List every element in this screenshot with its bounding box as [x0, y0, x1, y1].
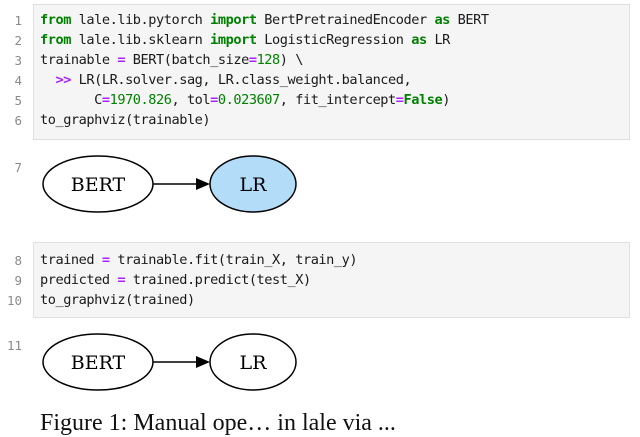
code-token: = — [101, 252, 110, 268]
line-number: 9 — [14, 273, 22, 288]
code-cell-2[interactable] — [33, 242, 630, 318]
output-number: 7 — [14, 160, 22, 175]
code-token: trained.predict(test_X) — [125, 272, 311, 288]
code-token: 0.023607 — [217, 92, 280, 108]
code-line[interactable]: from lale.lib.sklearn import LogisticReg… — [40, 30, 450, 50]
code-token: = — [248, 52, 257, 68]
pipeline-graph-trainable: BERT LR — [42, 155, 297, 213]
code-token: = — [117, 272, 126, 288]
graph-node-lr — [209, 155, 297, 213]
code-line[interactable]: to_graphviz(trainable) — [40, 110, 211, 130]
code-line[interactable]: to_graphviz(trained) — [40, 290, 195, 310]
code-token: predicted — [40, 272, 118, 288]
code-token: trainable — [40, 52, 118, 68]
code-line[interactable]: >> LR(LR.solver.sag, LR.class_weight.bal… — [40, 70, 411, 90]
code-token: ) \ — [279, 52, 304, 68]
code-token: import — [210, 32, 257, 48]
code-token: = — [117, 52, 126, 68]
line-number: 2 — [14, 33, 22, 48]
code-token: = — [210, 92, 218, 108]
code-token: to_graphviz(trained) — [40, 292, 195, 308]
code-token: 1970.826 — [109, 92, 172, 108]
code-token: LR — [426, 32, 450, 48]
graph-node-label: BERT — [71, 352, 126, 374]
code-token: C — [40, 92, 102, 108]
code-token: import — [210, 12, 257, 28]
line-number: 8 — [14, 253, 22, 268]
line-number: 5 — [14, 93, 22, 108]
code-token: as — [434, 12, 450, 28]
code-token: , fit_intercept — [279, 92, 396, 108]
graph-node-label: LR — [240, 174, 268, 196]
code-token: , tol — [171, 92, 211, 108]
code-line[interactable]: C=1970.826, tol=0.023607, fit_intercept=… — [40, 90, 450, 110]
graph-node-lr — [209, 333, 297, 391]
code-token: LogisticRegression — [256, 32, 412, 48]
code-token: = — [101, 92, 110, 108]
code-token: >> — [55, 72, 71, 88]
code-token — [40, 72, 55, 88]
code-token: as — [411, 32, 427, 48]
code-token: 128 — [256, 52, 281, 68]
graph-node-label: LR — [240, 352, 268, 374]
code-token: LR(LR.solver.sag, LR.class_weight.balanc… — [70, 72, 412, 88]
line-number: 1 — [14, 13, 22, 28]
line-number: 3 — [14, 53, 22, 68]
code-token: False — [403, 92, 443, 108]
line-number: 10 — [6, 293, 22, 308]
line-number: 4 — [14, 73, 22, 88]
pipeline-graph-trained: BERT LR — [42, 333, 297, 391]
output-number: 11 — [6, 338, 22, 353]
code-token: trainable.fit(train_X, train_y) — [109, 252, 358, 268]
graph-node-label: BERT — [71, 174, 126, 196]
code-line[interactable]: from lale.lib.pytorch import BertPretrai… — [40, 10, 489, 30]
code-token: trained — [40, 252, 102, 268]
code-token: from — [40, 32, 71, 48]
code-cell-1[interactable] — [33, 4, 630, 140]
arrowhead-icon — [196, 178, 210, 190]
code-token: lale.lib.pytorch — [70, 12, 211, 28]
code-line[interactable]: trainable = BERT(batch_size=128) \ — [40, 50, 303, 70]
code-token: BERT(batch_size — [125, 52, 249, 68]
arrowhead-icon — [196, 356, 210, 368]
code-token: lale.lib.sklearn — [70, 32, 211, 48]
figure-caption: Figure 1: Manual ope… in lale via ... — [40, 410, 396, 436]
code-token: ) — [442, 92, 450, 108]
line-number: 6 — [14, 113, 22, 128]
code-token: from — [40, 12, 71, 28]
code-line[interactable]: trained = trainable.fit(train_X, train_y… — [40, 250, 358, 270]
code-token: BERT — [449, 12, 489, 28]
code-token: to_graphviz(trainable) — [40, 112, 211, 128]
code-token: = — [395, 92, 404, 108]
code-token: BertPretrainedEncoder — [256, 12, 435, 28]
code-line[interactable]: predicted = trained.predict(test_X) — [40, 270, 311, 290]
